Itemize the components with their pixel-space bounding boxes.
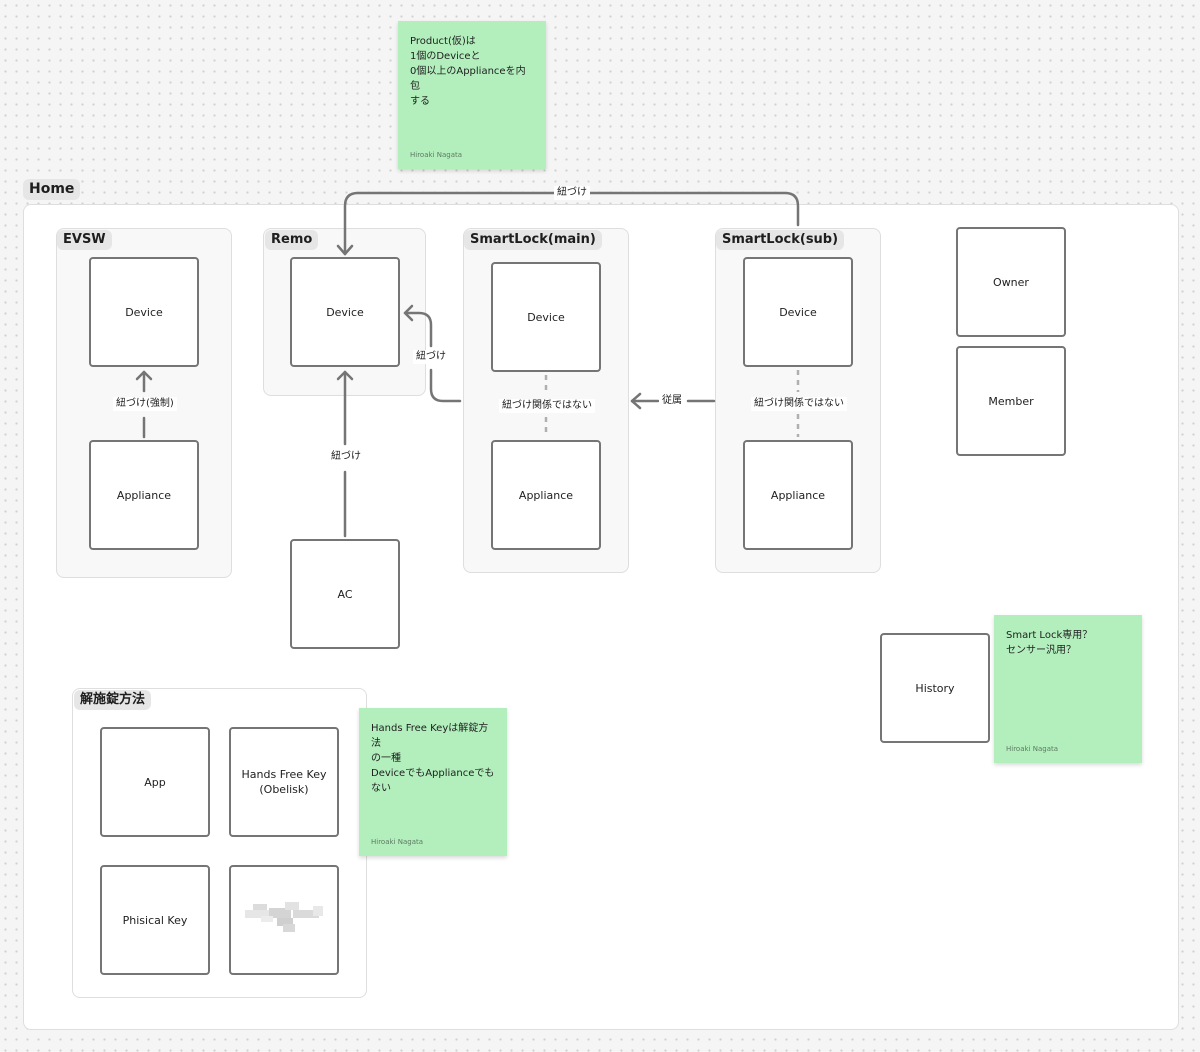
redacted-blur-image [245,902,323,932]
history-node[interactable]: History [880,633,990,743]
node-label: Device [779,305,817,319]
connector-label-main-dashed: 紐づけ関係ではない [499,399,595,413]
redacted-node[interactable] [229,865,339,975]
app-node[interactable]: App [100,727,210,837]
connector-top-link [343,191,800,256]
node-label: Device [125,305,163,319]
connector-label-ac-to-remo: 紐づけ [328,450,364,464]
smartlock-sub-appliance-node[interactable]: Appliance [743,440,853,550]
owner-node[interactable]: Owner [956,227,1066,337]
arrowhead-top-link [336,244,354,256]
group-evsw-title: EVSW [57,230,112,250]
smartlock-main-device-node[interactable]: Device [491,262,601,372]
node-label: Device [326,305,364,319]
sticky-note-text: Product(仮)は 1個のDeviceと 0個以上のApplianceを内包… [410,36,526,107]
sticky-note-author: Hiroaki Nagata [1006,745,1059,753]
node-label: Phisical Key [122,913,188,927]
node-label: Device [527,310,565,324]
node-label: History [915,681,955,695]
physical-key-node[interactable]: Phisical Key [100,865,210,975]
sticky-note-text: Smart Lock専用？ センサー汎用？ [1006,630,1093,656]
member-node[interactable]: Member [956,346,1066,456]
connector-label-top-link: 紐づけ [554,186,590,200]
node-label: App [144,775,166,789]
node-label: Appliance [770,488,826,502]
connector-main-to-remo-upper [403,311,433,348]
group-unlock-methods-title: 解施錠方法 [74,690,152,710]
connector-label-sub-dashed: 紐づけ関係ではない [751,397,847,411]
arrowhead-main-to-remo [403,304,414,322]
group-smartlock-sub-title: SmartLock(sub) [716,230,845,250]
arrowhead-evsw [135,370,153,381]
connector-main-to-remo [429,368,462,403]
node-label: Member [988,394,1034,408]
sticky-note-author: Hiroaki Nagata [410,151,463,159]
smartlock-main-appliance-node[interactable]: Appliance [491,440,601,550]
evsw-appliance-node[interactable]: Appliance [89,440,199,550]
node-label: Appliance [116,488,172,502]
sticky-note-author: Hiroaki Nagata [371,838,424,846]
sticky-note-text: Hands Free Keyは解錠方法 の一種 DeviceでもApplianc… [371,723,495,794]
evsw-device-node[interactable]: Device [89,257,199,367]
remo-device-node[interactable]: Device [290,257,400,367]
ac-node[interactable]: AC [290,539,400,649]
group-smartlock-main-title: SmartLock(main) [464,230,602,250]
connector-label-sub-to-main: 従属 [659,394,685,408]
hands-free-key-node[interactable]: Hands Free Key (Obelisk) [229,727,339,837]
arrowhead-ac [336,370,354,381]
smartlock-sub-device-node[interactable]: Device [743,257,853,367]
connector-label-main-to-remo: 紐づけ [413,350,449,364]
sticky-note-product[interactable]: Product(仮)は 1個のDeviceと 0個以上のApplianceを内包… [398,21,546,169]
node-label: AC [337,587,353,601]
sticky-note-smartlock[interactable]: Smart Lock専用？ センサー汎用？ Hiroaki Nagata [994,615,1142,763]
connector-label-evsw: 紐づけ(強制) [113,397,177,411]
node-label: Owner [993,275,1029,289]
node-label: Appliance [518,488,574,502]
home-section-title[interactable]: Home [23,179,81,200]
sticky-note-hands-free[interactable]: Hands Free Keyは解錠方法 の一種 DeviceでもApplianc… [359,708,507,856]
group-remo-title: Remo [265,230,319,250]
arrowhead-sub-to-main [630,392,642,410]
node-label: Hands Free Key (Obelisk) [241,768,327,796]
